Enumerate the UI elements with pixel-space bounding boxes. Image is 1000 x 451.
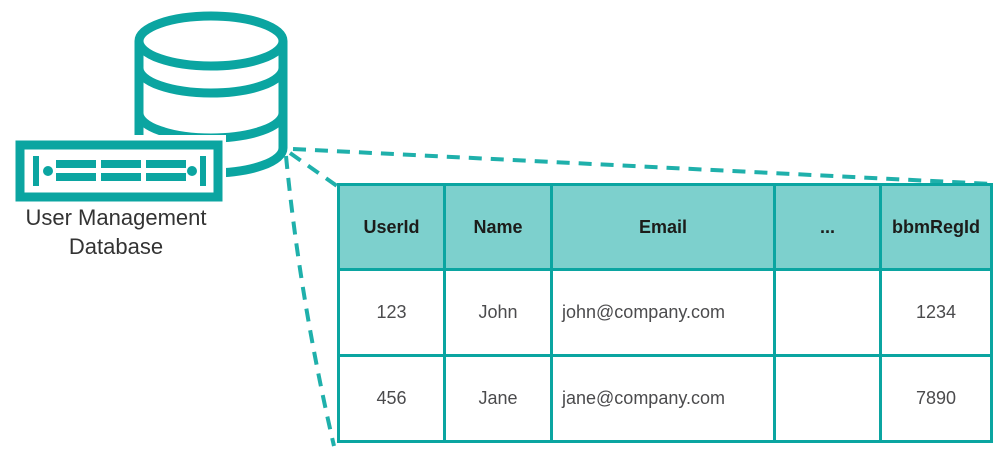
header-cell-userid: UserId (337, 183, 446, 271)
database-label-line2: Database (68, 234, 164, 259)
server-rack-icon (10, 135, 226, 209)
cell-bbmregid: 1234 (879, 268, 993, 357)
table-row: 456 Jane jane@company.com 7890 (337, 354, 993, 443)
database-label: User Management Database (0, 203, 232, 261)
callout-dashed-lines (284, 147, 993, 447)
cell-ellipsis (773, 354, 882, 443)
cell-ellipsis (773, 268, 882, 357)
cell-email: john@company.com (550, 268, 776, 357)
table-header-row: UserId Name Email ... bbmRegId (337, 183, 993, 271)
header-cell-ellipsis: ... (773, 183, 882, 271)
table-row: 123 John john@company.com 1234 (337, 268, 993, 357)
cell-email: jane@company.com (550, 354, 776, 443)
cell-userid: 123 (337, 268, 446, 357)
header-cell-name: Name (443, 183, 553, 271)
user-management-table: UserId Name Email ... bbmRegId 123 John … (337, 183, 993, 443)
cell-userid: 456 (337, 354, 446, 443)
cell-name: John (443, 268, 553, 357)
cell-name: Jane (443, 354, 553, 443)
header-cell-bbmregid: bbmRegId (879, 183, 993, 271)
database-label-line1: User Management (25, 205, 207, 230)
header-cell-email: Email (550, 183, 776, 271)
cell-bbmregid: 7890 (879, 354, 993, 443)
